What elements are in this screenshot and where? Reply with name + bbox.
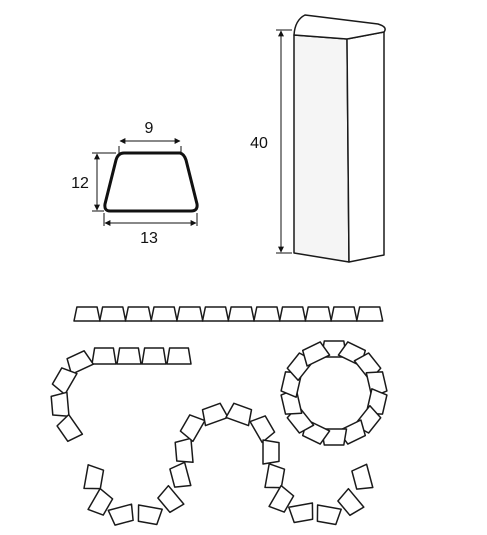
- straight-row-brick: [304, 306, 333, 322]
- length-label: 40: [250, 135, 268, 152]
- wave-brick: [137, 504, 163, 526]
- wave-brick: [87, 487, 114, 516]
- trapezoid-profile: [103, 151, 199, 213]
- straight-row-brick: [124, 306, 153, 322]
- wave-brick: [83, 464, 105, 490]
- wave-brick: [264, 463, 286, 489]
- wave-brick: [262, 439, 280, 465]
- wave-brick: [249, 415, 276, 444]
- wave-brick: [337, 487, 365, 517]
- hook-brick: [56, 413, 84, 443]
- cross-section: 9 12 13: [71, 120, 199, 247]
- brick-side-face: [346, 31, 385, 263]
- wave-brick: [225, 402, 253, 427]
- hook-brick: [166, 347, 192, 365]
- straight-row-brick: [330, 306, 358, 322]
- tall-brick: 40: [250, 14, 386, 263]
- wave-brick: [174, 437, 194, 464]
- hook-brick: [141, 347, 167, 365]
- straight-row-brick: [176, 306, 204, 322]
- wave-brick: [351, 463, 374, 490]
- brick-top-face: [293, 14, 386, 40]
- straight-row-brick: [98, 306, 127, 322]
- top-width-label: 9: [145, 120, 154, 137]
- hook-brick: [51, 367, 78, 396]
- wave-brick: [268, 484, 295, 513]
- straight-row-brick: [253, 306, 281, 322]
- hook-brick: [116, 347, 142, 365]
- straight-row-brick: [73, 306, 101, 322]
- straight-row-brick: [201, 306, 230, 322]
- straight-row-brick: [355, 306, 384, 322]
- wave-brick: [179, 414, 206, 443]
- brick-front-face: [293, 34, 350, 263]
- wave-brick: [107, 503, 134, 526]
- straight-row-brick: [227, 306, 255, 322]
- wave-brick: [316, 504, 342, 526]
- straight-row-brick: [150, 306, 178, 322]
- wave-brick: [157, 484, 185, 514]
- ring-brick: [301, 341, 331, 367]
- hook-brick: [66, 350, 95, 376]
- brick-arrangements: [50, 306, 388, 526]
- hook-brick: [91, 347, 117, 365]
- straight-row-brick: [278, 306, 307, 322]
- wave-brick: [201, 402, 229, 427]
- hook-brick: [50, 391, 70, 418]
- wave-brick: [288, 502, 314, 524]
- wave-brick: [169, 461, 192, 488]
- height-label: 12: [71, 175, 89, 192]
- bottom-width-label: 13: [140, 230, 158, 247]
